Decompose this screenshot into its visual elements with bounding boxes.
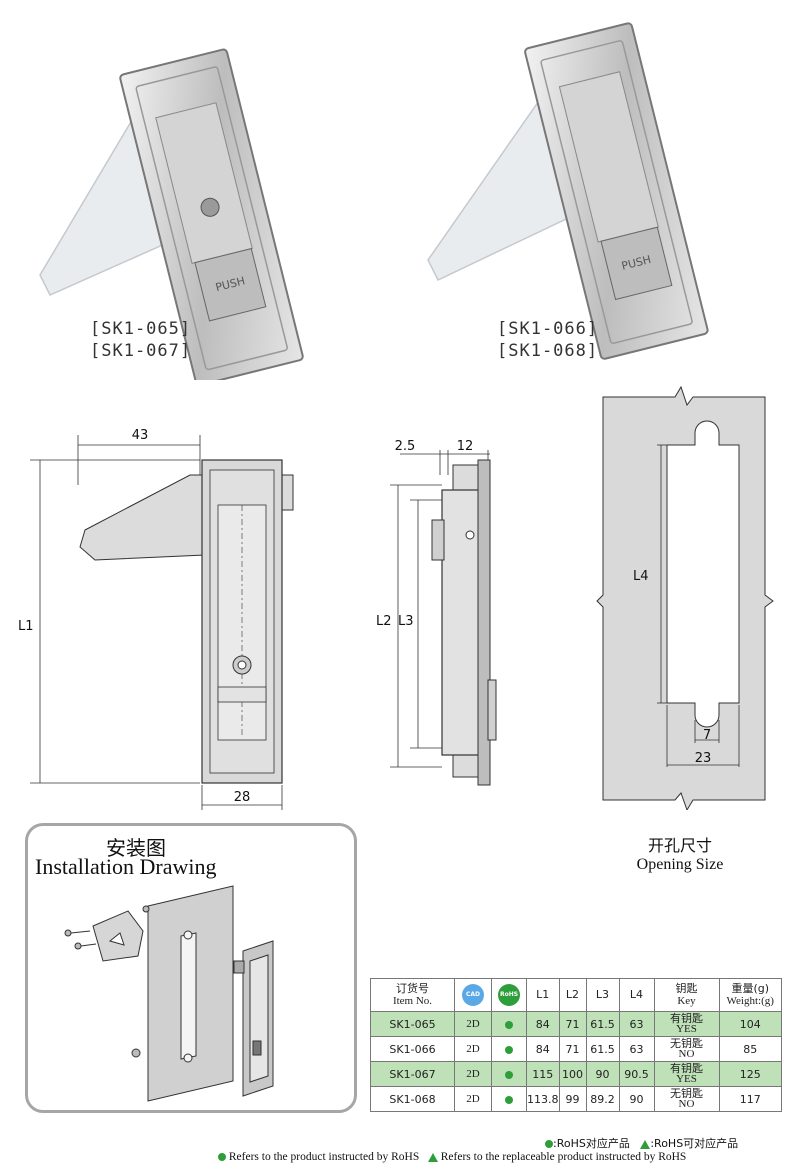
rohs-dot-icon — [505, 1020, 513, 1029]
installation-drawing-panel: 安装图 Installation Drawing — [25, 823, 357, 1113]
installation-title-en: Installation Drawing — [35, 854, 217, 879]
push-button — [600, 226, 673, 301]
product-photo-keyless: PUSH — [427, 22, 709, 360]
product-codes-keyed: [SK1-065] [SK1-067] — [90, 318, 191, 362]
legend-rohs-en: Refers to the product instructed by RoHS — [228, 1151, 420, 1163]
screw-icon — [131, 1048, 141, 1058]
dim-l4: L4 — [633, 569, 649, 584]
dim-l2: L2 — [376, 614, 392, 629]
side-view-drawing: 2.5 12 L2 L3 — [376, 439, 497, 786]
product-code: [SK1-068] — [497, 341, 599, 361]
legend-cn: :RoHS对应产品 :RoHS可对应产品 — [545, 1135, 738, 1151]
installation-illustration — [64, 885, 274, 1102]
rohs-dot-icon — [505, 1070, 513, 1079]
legend-replaceable-en: Refers to the replaceable product instru… — [440, 1151, 687, 1163]
keyhole-icon — [200, 197, 220, 217]
dim-43: 43 — [132, 428, 149, 443]
legend-rohs-cn: :RoHS对应产品 — [553, 1137, 630, 1150]
opening-size-title-cn: 开孔尺寸 — [647, 836, 712, 855]
front-view-drawing: 43 L1 28 — [18, 428, 294, 810]
screw-icon — [74, 942, 82, 950]
rohs-dot-icon — [505, 1095, 513, 1104]
product-code: [SK1-066] — [497, 319, 599, 339]
header-cad: CAD — [454, 978, 492, 1012]
rohs-dot-icon — [505, 1045, 513, 1054]
opening-size-title-en: Opening Size — [636, 856, 724, 873]
header-l1: L1 — [526, 978, 560, 1012]
installation-title-cn: 安装图 — [106, 836, 166, 860]
side-body — [441, 489, 483, 756]
rohs-triangle-icon — [427, 1152, 438, 1162]
product-codes-keyless: [SK1-066] [SK1-068] — [497, 318, 598, 362]
dim-l3: L3 — [398, 614, 414, 629]
dim-12: 12 — [457, 439, 474, 454]
header-rohs: RoHS — [491, 978, 527, 1012]
rohs-icon: RoHS — [498, 984, 520, 1006]
header-l2: L2 — [558, 978, 587, 1012]
dim-23: 23 — [695, 751, 712, 766]
screw-icon — [64, 929, 72, 937]
lever-outline — [79, 474, 206, 561]
legend-replaceable-cn: :RoHS可对应产品 — [650, 1137, 739, 1150]
push-button — [194, 247, 267, 322]
product-code: [SK1-067] — [90, 341, 192, 361]
product-photo-keyed: PUSH — [39, 48, 304, 380]
opening-size-drawing: L4 7 23 — [596, 385, 774, 810]
dim-2-5: 2.5 — [395, 439, 416, 454]
rohs-dot-icon — [218, 1153, 226, 1162]
cutout-hole — [666, 420, 740, 728]
product-code: [SK1-065] — [90, 319, 192, 339]
legend-en: Refers to the product instructed by RoHS… — [218, 1151, 686, 1163]
rohs-triangle-icon — [640, 1139, 651, 1149]
dim-l1: L1 — [18, 619, 34, 634]
header-l3: L3 — [585, 978, 620, 1012]
header-weight: 重量(g)Weight:(g) — [718, 978, 782, 1012]
cad-icon: CAD — [462, 984, 484, 1006]
opening-size-caption: 开孔尺寸 Opening Size — [610, 832, 750, 874]
screw-icon — [142, 905, 150, 913]
header-l4: L4 — [618, 978, 655, 1012]
panel-cutout — [180, 932, 197, 1060]
rohs-dot-icon — [545, 1140, 553, 1148]
dim-7: 7 — [703, 728, 711, 743]
dim-28: 28 — [234, 790, 251, 805]
